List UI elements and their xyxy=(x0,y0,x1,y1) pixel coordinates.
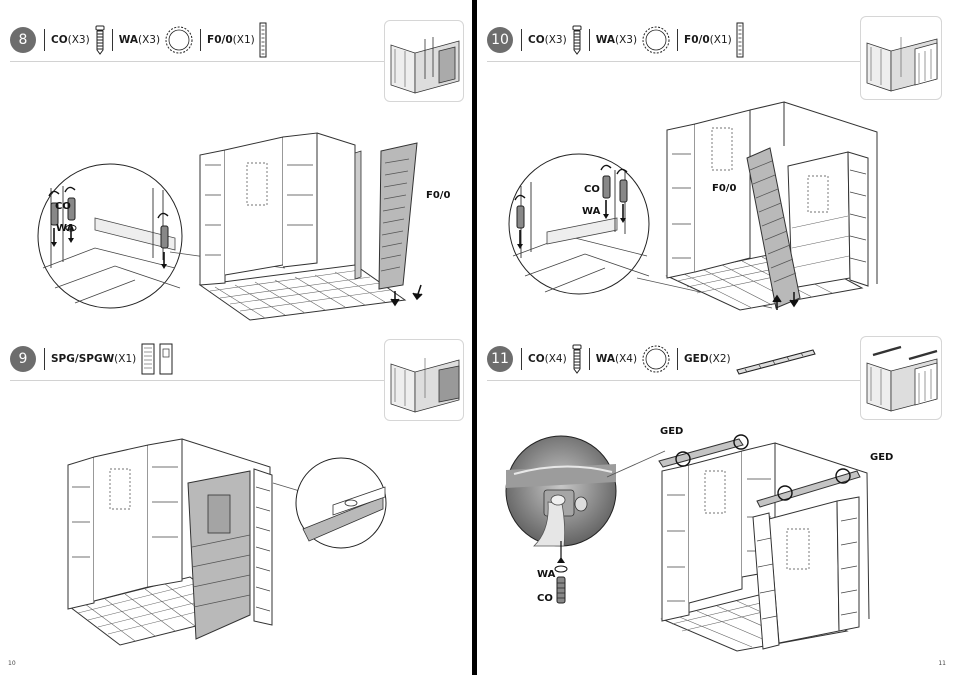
part-code: WA xyxy=(595,34,615,46)
overview-thumbnail xyxy=(860,16,942,100)
label-co: CO xyxy=(537,593,553,604)
step-11-shed-illustration xyxy=(658,434,870,652)
shed-thumbnail-icon xyxy=(866,345,938,412)
label-wa: WA xyxy=(582,206,601,217)
part-spg-spgw: SPG/SPGW (X1) xyxy=(44,343,176,375)
page-spine xyxy=(472,0,477,675)
part-qty: (X4) xyxy=(544,353,567,365)
overview-thumbnail xyxy=(860,336,942,420)
label-co: CO xyxy=(55,201,71,212)
part-co: CO (X4) xyxy=(521,344,583,374)
washer-icon xyxy=(165,26,193,54)
step-10-detail-callout xyxy=(508,153,650,295)
page-number: 11 xyxy=(938,660,946,667)
step-11: 11 CO (X4) WA (X4) xyxy=(487,336,942,657)
label-wa: WA xyxy=(56,223,75,234)
shed-thumbnail-icon xyxy=(866,37,938,92)
label-co: CO xyxy=(584,184,600,195)
step-9-shed-illustration xyxy=(67,438,273,646)
overview-thumbnail xyxy=(384,20,464,102)
parts-list: CO (X3) WA (X3) xyxy=(44,22,273,58)
step-number-badge: 9 xyxy=(10,346,36,372)
part-f00: F0/0 (X1) xyxy=(677,22,744,58)
part-qty: (X3) xyxy=(544,34,567,46)
gable-beam-icon xyxy=(735,349,816,375)
screw-washer-callout xyxy=(554,541,568,604)
overview-thumbnail xyxy=(384,339,464,421)
part-code: SPG/SPGW xyxy=(51,353,115,365)
step-divider xyxy=(487,61,862,62)
part-qty: (X1) xyxy=(232,34,255,46)
panel-strip-icon xyxy=(736,22,744,58)
part-wa: WA (X3) xyxy=(111,26,194,54)
step-10-shed-illustration xyxy=(665,101,878,311)
parts-list: SPG/SPGW (X1) xyxy=(44,343,182,375)
step-10: 10 CO (X3) WA (X3) xyxy=(487,16,942,318)
part-code: CO xyxy=(528,353,545,365)
parts-list: CO (X3) WA (X3) xyxy=(521,22,750,58)
label-panel-f00: F0/0 xyxy=(426,190,451,201)
part-qty: (X3) xyxy=(67,34,90,46)
step-8-detail-callout xyxy=(37,163,183,309)
shed-thumbnail-icon xyxy=(390,37,460,94)
part-qty: (X3) xyxy=(137,34,161,46)
part-code: CO xyxy=(528,34,545,46)
step-9-detail-callout xyxy=(272,457,387,549)
step-11-photo-detail xyxy=(505,435,617,547)
step-9: 9 SPG/SPGW (X1) xyxy=(10,337,465,657)
part-co: CO (X3) xyxy=(44,25,106,55)
washer-icon xyxy=(642,26,670,54)
part-qty: (X3) xyxy=(614,34,638,46)
part-qty: (X1) xyxy=(114,353,137,365)
panel-strip-icon xyxy=(259,22,267,58)
step-number-badge: 8 xyxy=(10,27,36,53)
part-qty: (X4) xyxy=(614,353,638,365)
part-code: F0/0 xyxy=(684,34,710,46)
step-divider xyxy=(487,380,862,381)
wall-panel-icon xyxy=(141,343,173,375)
screw-icon xyxy=(95,25,105,55)
label-ged-right: GED xyxy=(870,452,894,463)
part-co: CO (X3) xyxy=(521,25,583,55)
label-ged-left: GED xyxy=(660,426,684,437)
step-8-header: 8 CO (X3) WA (X3) xyxy=(10,18,273,62)
washer-icon xyxy=(642,345,670,373)
label-wa: WA xyxy=(537,569,556,580)
step-number-badge: 10 xyxy=(487,27,513,53)
part-code: CO xyxy=(51,34,68,46)
part-qty: (X2) xyxy=(708,353,731,365)
screw-icon xyxy=(572,344,582,374)
step-number-badge: 11 xyxy=(487,346,513,372)
part-code: GED xyxy=(684,353,709,365)
part-f00: F0/0 (X1) xyxy=(200,22,267,58)
parts-list: CO (X4) WA (X4) xyxy=(521,344,823,375)
part-code: F0/0 xyxy=(207,34,233,46)
part-wa: WA (X3) xyxy=(588,26,671,54)
part-code: WA xyxy=(118,34,138,46)
step-9-header: 9 SPG/SPGW (X1) xyxy=(10,337,182,381)
page-number: 10 xyxy=(8,660,16,667)
left-page: 8 CO (X3) WA (X3) xyxy=(0,0,472,675)
part-wa: WA (X4) xyxy=(588,345,671,373)
part-ged: GED (X2) xyxy=(677,348,817,375)
step-divider xyxy=(10,61,385,62)
callout-leader-line xyxy=(606,450,666,478)
step-11-header: 11 CO (X4) WA (X4) xyxy=(487,337,823,381)
step-10-header: 10 CO (X3) WA (X3) xyxy=(487,18,750,62)
right-page: 10 CO (X3) WA (X3) xyxy=(477,0,954,675)
part-qty: (X1) xyxy=(709,34,732,46)
part-code: WA xyxy=(595,353,615,365)
screw-icon xyxy=(572,25,582,55)
label-panel-f00: F0/0 xyxy=(712,183,737,194)
step-8: 8 CO (X3) WA (X3) xyxy=(10,18,465,321)
shed-thumbnail-icon xyxy=(390,358,460,413)
step-8-shed-illustration xyxy=(198,132,423,321)
step-divider xyxy=(10,380,385,381)
